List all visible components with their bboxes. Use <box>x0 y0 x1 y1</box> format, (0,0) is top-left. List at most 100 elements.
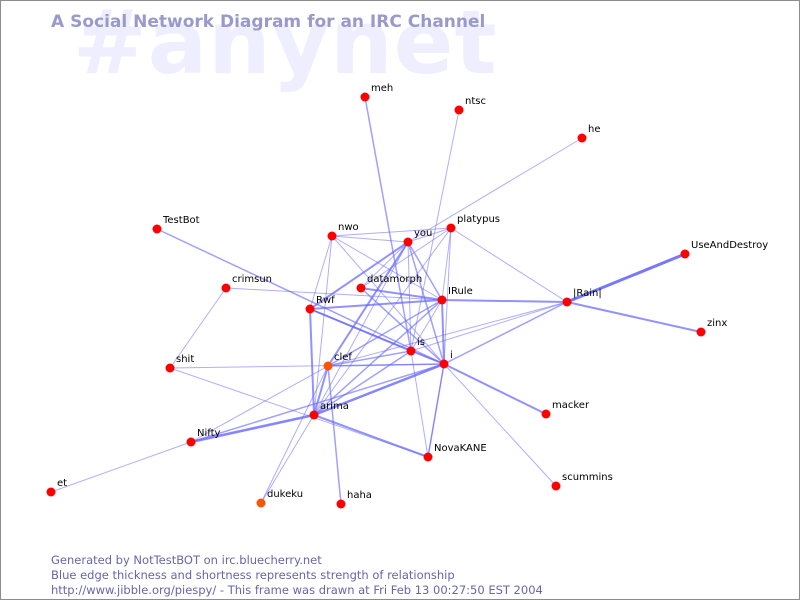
node-Rain[interactable]: |Rain| <box>562 288 602 307</box>
edge-clef-dukeku <box>260 365 329 504</box>
node-label: he <box>588 124 601 135</box>
footer: Generated by NotTestBOT on irc.bluecherr… <box>51 553 543 598</box>
node-dot <box>439 359 449 369</box>
node-ntsc[interactable]: ntsc <box>454 96 486 115</box>
footer-url-timestamp: http://www.jibble.org/piespy/ - This fra… <box>51 583 543 597</box>
node-meh[interactable]: meh <box>360 83 394 102</box>
edge-platypus-Rain <box>450 227 568 303</box>
edge-Rain-zinx <box>566 301 702 333</box>
footer-generated-by: Generated by NotTestBOT on irc.bluecherr… <box>51 553 322 567</box>
node-NovaKANE[interactable]: NovaKANE <box>423 443 487 462</box>
edge-nwo-you <box>331 235 409 243</box>
node-label: |Rain| <box>573 288 602 299</box>
edge-i-Nifty <box>190 363 445 443</box>
edge-you-clef <box>327 241 409 367</box>
edge-meh-is <box>364 96 412 352</box>
edge-i-macker <box>443 363 547 415</box>
node-label: nwo <box>338 222 359 233</box>
node-crimsun[interactable]: crimsun <box>221 274 273 293</box>
node-dot <box>454 105 464 115</box>
node-label: shit <box>176 354 194 365</box>
node-label: haha <box>347 490 372 501</box>
node-you[interactable]: you <box>403 228 433 247</box>
edge-nwo-i <box>331 235 445 365</box>
edge-nwo-platypus <box>331 227 452 237</box>
edge-Rain-is <box>410 301 568 352</box>
node-UseAndDestroy[interactable]: UseAndDestroy <box>680 240 769 259</box>
edge-is-i <box>410 350 445 365</box>
node-label: dukeku <box>267 489 303 500</box>
node-dot <box>165 363 175 373</box>
edge-i-scummins <box>443 363 557 487</box>
edge-arima-dukeku <box>260 414 315 504</box>
node-dot <box>680 249 690 259</box>
node-TestBot[interactable]: TestBot <box>152 215 200 234</box>
edge-Rwf-IRule <box>309 299 443 310</box>
edge-datamorph-IRule <box>360 287 443 301</box>
node-dot <box>541 409 551 419</box>
node-Nifty[interactable]: Nifty <box>186 428 221 447</box>
node-clef[interactable]: clef <box>323 352 353 371</box>
edge-IRule-Rain <box>441 299 568 303</box>
edge-platypus-i <box>443 227 452 365</box>
edge-arima-NovaKANE <box>313 414 429 458</box>
edge-ntsc-is <box>410 109 460 352</box>
edge-IRule-clef <box>327 299 443 367</box>
edge-is-arima <box>313 350 412 416</box>
edge-UseAndDestroy-Rain <box>566 252 686 304</box>
node-dot <box>403 237 413 247</box>
edge-Rwf-arima <box>309 308 315 416</box>
edge-arima-Nifty <box>190 413 315 444</box>
node-Rwf[interactable]: Rwf <box>305 295 336 314</box>
node-label: arima <box>320 401 349 412</box>
node-arima[interactable]: arima <box>309 401 349 420</box>
edge-you-IRule <box>407 241 443 301</box>
node-dot <box>221 283 231 293</box>
node-label: UseAndDestroy <box>691 240 768 251</box>
edge-is-NovaKANE <box>410 350 429 458</box>
node-label: i <box>450 350 453 361</box>
node-datamorph[interactable]: datamorph <box>356 274 423 293</box>
edge-IRule-i <box>441 299 445 365</box>
node-label: Rwf <box>316 295 335 306</box>
node-shit[interactable]: shit <box>165 354 195 373</box>
node-he[interactable]: he <box>577 124 601 143</box>
node-IRule[interactable]: IRule <box>437 286 473 305</box>
node-is[interactable]: is <box>406 337 426 356</box>
node-macker[interactable]: macker <box>541 400 590 419</box>
node-dukeku[interactable]: dukeku <box>256 489 304 508</box>
node-dot <box>152 224 162 234</box>
edge-clef-arima <box>313 365 329 416</box>
node-label: macker <box>552 400 590 411</box>
node-nwo[interactable]: nwo <box>327 222 359 241</box>
edge-Rain-i <box>443 301 568 365</box>
edge-Rain-clef <box>327 301 568 367</box>
node-dot <box>323 361 333 371</box>
edge-clef-i <box>327 363 445 367</box>
edge-nwo-IRule <box>331 235 443 301</box>
edge-crimsun-IRule <box>225 287 443 301</box>
node-zinx[interactable]: zinx <box>696 318 728 337</box>
edge-i-arima <box>313 362 445 417</box>
edge-NovaKANE-i <box>427 363 445 458</box>
node-label: scummins <box>562 472 613 483</box>
edge-platypus-arima <box>313 227 452 416</box>
node-haha[interactable]: haha <box>336 490 372 509</box>
node-et[interactable]: et <box>46 478 68 497</box>
node-dot <box>46 487 56 497</box>
node-dot <box>336 499 346 509</box>
node-dot <box>446 223 456 233</box>
node-label: clef <box>334 352 352 363</box>
node-dot <box>406 346 416 356</box>
node-platypus[interactable]: platypus <box>446 214 501 233</box>
footer-legend-note: Blue edge thickness and shortness repres… <box>51 568 455 582</box>
edge-you-i <box>407 241 445 365</box>
node-scummins[interactable]: scummins <box>551 472 613 491</box>
node-label: datamorph <box>367 274 422 285</box>
node-i[interactable]: i <box>439 350 453 369</box>
edge-is-clef <box>327 350 412 367</box>
node-dot <box>562 297 572 307</box>
node-label: you <box>414 228 432 239</box>
edge-layer <box>50 96 702 505</box>
